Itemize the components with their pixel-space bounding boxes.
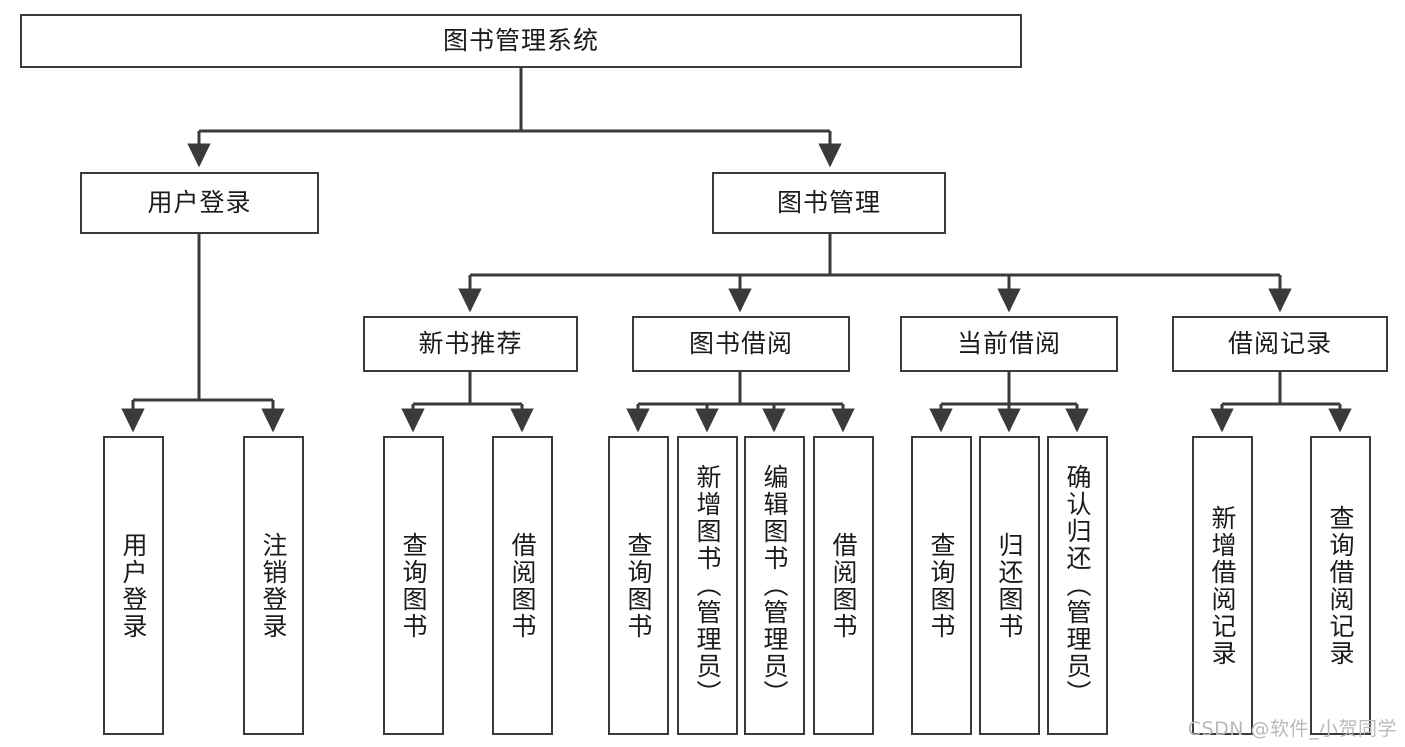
- node-label: 查询借阅记录: [1326, 504, 1355, 667]
- node-label: 注销登录: [259, 531, 288, 640]
- node-current-borrow[interactable]: 当前借阅: [900, 316, 1118, 372]
- node-label: 图书借阅: [688, 329, 793, 359]
- leaf-borrow-query-book[interactable]: 查询图书: [608, 436, 669, 735]
- node-new-book-recommend[interactable]: 新书推荐: [363, 316, 578, 372]
- node-label: 图书管理: [776, 188, 881, 218]
- node-label: 图书管理系统: [442, 26, 599, 56]
- node-label: 查询图书: [399, 531, 428, 640]
- node-root-system[interactable]: 图书管理系统: [20, 14, 1022, 68]
- leaf-borrow-add-book[interactable]: 新增图书（管理员）: [677, 436, 738, 735]
- node-label: 新增图书（管理员）: [693, 464, 722, 707]
- node-label: 新书推荐: [418, 329, 523, 359]
- node-book-management[interactable]: 图书管理: [712, 172, 946, 234]
- leaf-record-add[interactable]: 新增借阅记录: [1192, 436, 1253, 735]
- node-label: 新增借阅记录: [1208, 504, 1237, 667]
- node-label: 编辑图书（管理员）: [760, 464, 789, 707]
- node-label: 确认归还（管理员）: [1063, 464, 1092, 707]
- leaf-current-return-book[interactable]: 归还图书: [979, 436, 1040, 735]
- node-label: 查询图书: [624, 531, 653, 640]
- node-label: 用户登录: [119, 531, 148, 640]
- node-book-borrow[interactable]: 图书借阅: [632, 316, 850, 372]
- leaf-record-query[interactable]: 查询借阅记录: [1310, 436, 1371, 735]
- node-label: 查询图书: [927, 531, 956, 640]
- leaf-current-query-book[interactable]: 查询图书: [911, 436, 972, 735]
- node-label: 当前借阅: [956, 329, 1061, 359]
- leaf-user-login-login[interactable]: 用户登录: [103, 436, 164, 735]
- node-borrow-record[interactable]: 借阅记录: [1172, 316, 1388, 372]
- leaf-borrow-edit-book[interactable]: 编辑图书（管理员）: [744, 436, 805, 735]
- leaf-new-book-query[interactable]: 查询图书: [383, 436, 444, 735]
- node-label: 借阅记录: [1227, 329, 1332, 359]
- node-user-login[interactable]: 用户登录: [80, 172, 319, 234]
- leaf-new-book-borrow[interactable]: 借阅图书: [492, 436, 553, 735]
- csdn-watermark: CSDN @软件_小贺同学: [1187, 718, 1397, 740]
- node-label: 归还图书: [995, 531, 1024, 640]
- leaf-current-confirm-return[interactable]: 确认归还（管理员）: [1047, 436, 1108, 735]
- node-label: 用户登录: [147, 188, 252, 218]
- leaf-user-login-logout[interactable]: 注销登录: [243, 436, 304, 735]
- node-label: 借阅图书: [829, 531, 858, 640]
- node-label: 借阅图书: [508, 531, 537, 640]
- leaf-borrow-borrow-book[interactable]: 借阅图书: [813, 436, 874, 735]
